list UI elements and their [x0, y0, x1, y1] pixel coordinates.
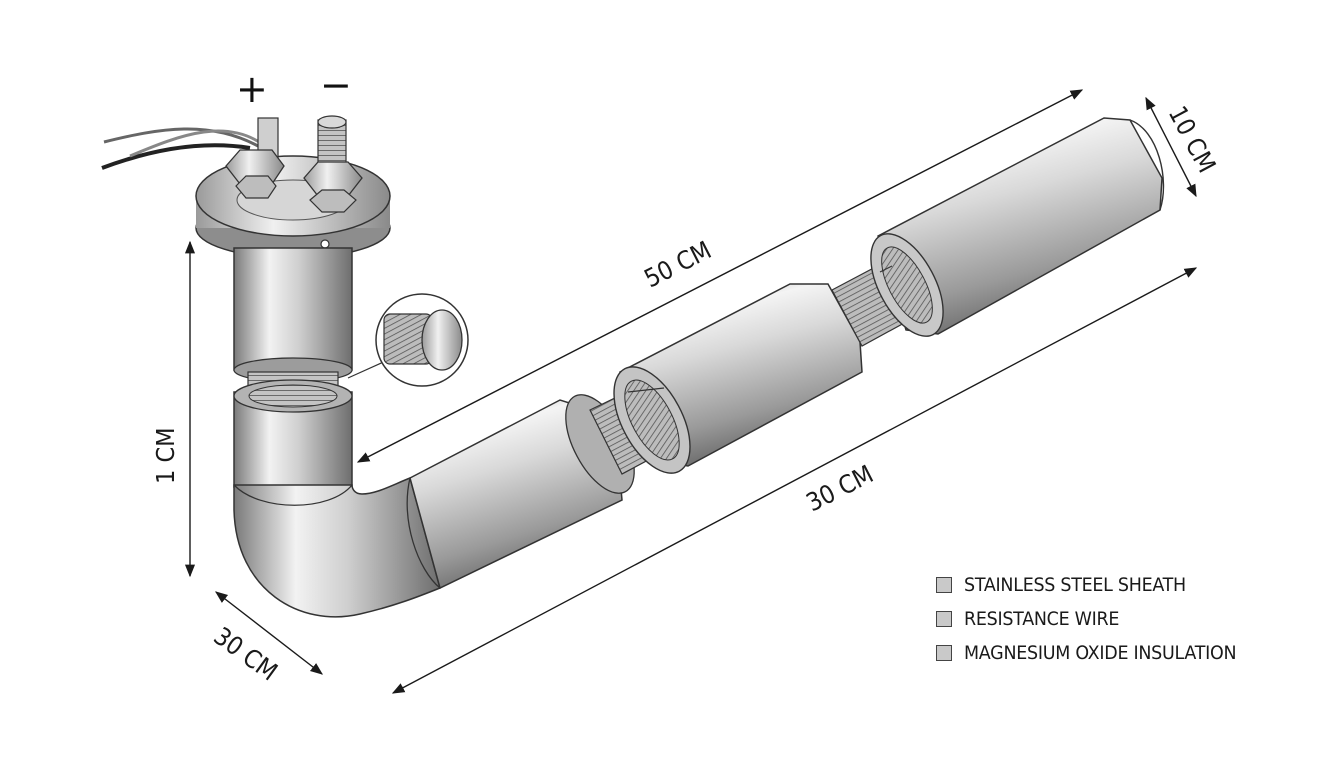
terminal-negative [303, 115, 363, 213]
legend-label: STAINLESS STEEL SHEATH [964, 574, 1186, 596]
terminal-positive [225, 117, 285, 199]
legend-label: RESISTANCE WIRE [964, 608, 1120, 630]
tube-segment-2 [613, 283, 863, 474]
wire-grey-2 [129, 129, 271, 158]
legend-swatch [936, 611, 952, 627]
tube-segment-1 [406, 394, 635, 590]
legend-item-resistance-wire: RESISTANCE WIRE [936, 602, 1260, 636]
legend-swatch [936, 577, 952, 593]
legend-item-sheath: STAINLESS STEEL SHEATH [936, 568, 1260, 602]
wire-black [101, 143, 251, 170]
legend-label: MAGNESIUM OXIDE INSULATION [964, 642, 1237, 664]
elbow [233, 476, 441, 618]
legend: STAINLESS STEEL SHEATH RESISTANCE WIRE M… [936, 568, 1260, 670]
riser [101, 115, 391, 488]
positive-terminal-sign: + [236, 67, 268, 111]
negative-terminal-sign: − [320, 63, 352, 107]
legend-item-insulation: MAGNESIUM OXIDE INSULATION [936, 636, 1260, 670]
dimension-lines [184, 89, 1198, 694]
dim-label-30cm-short: 30 CM [208, 621, 282, 686]
wire-grey-1 [103, 127, 259, 148]
detail-magnifier [347, 293, 469, 387]
dim-label-30cm-long: 30 CM [802, 459, 878, 517]
dim-line-30cm-short [215, 591, 323, 675]
legend-swatch [936, 645, 952, 661]
tube-segment-3 [870, 117, 1165, 337]
dim-line-30cm-long [391, 267, 1198, 694]
dim-label-1cm: 1 CM [151, 427, 180, 484]
dim-label-10cm: 10 CM [1163, 101, 1222, 177]
dim-line-10cm [1145, 96, 1197, 198]
